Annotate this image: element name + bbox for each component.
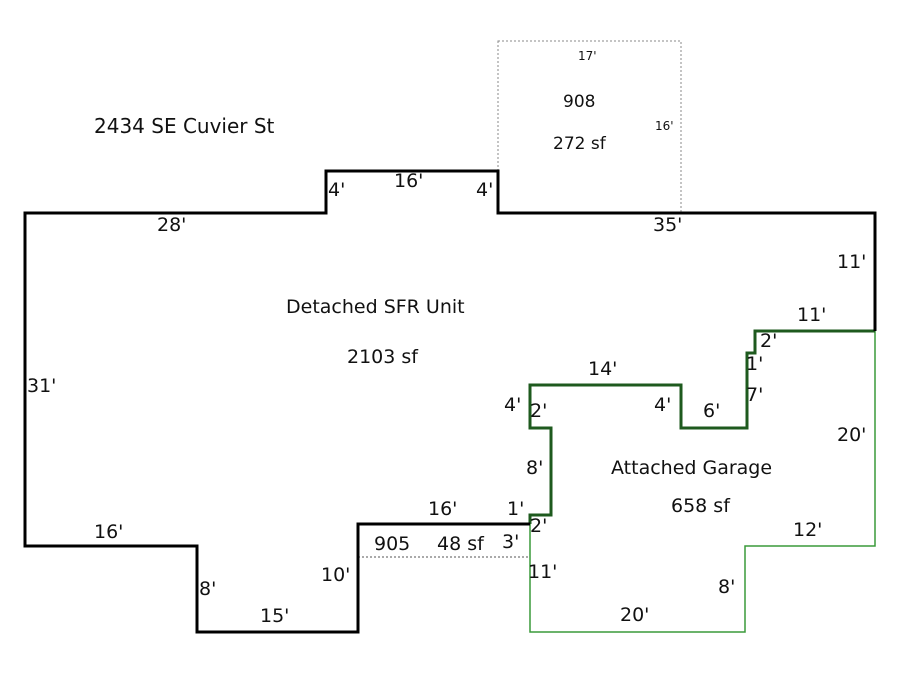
dimension-label: 1' <box>746 353 764 375</box>
dimension-label: 8' <box>718 576 736 598</box>
area-name: Attached Garage <box>611 457 773 479</box>
dimension-label: 11' <box>837 251 867 273</box>
dimension-label: 4' <box>654 394 672 416</box>
area-size: 272 sf <box>553 134 606 154</box>
dimension-label: 20' <box>620 604 650 626</box>
dimension-label: 16' <box>655 119 674 133</box>
dimension-label: 16' <box>428 498 458 520</box>
dimension-label: 16' <box>394 170 424 192</box>
main-unit-outline <box>23 169 877 634</box>
shared-wall <box>528 329 875 524</box>
dimension-label: 11' <box>797 304 827 326</box>
dimension-label: 20' <box>837 424 867 446</box>
dimension-label: 4' <box>328 179 346 201</box>
dimension-label: 35' <box>653 214 683 236</box>
area-size: 658 sf <box>671 495 730 517</box>
dimension-label: 4' <box>476 179 494 201</box>
dimension-label: 17' <box>578 49 597 63</box>
dimension-label: 14' <box>588 358 618 380</box>
dimension-label: 10' <box>321 564 351 586</box>
dimension-label: 15' <box>260 605 290 627</box>
dimension-label: 31' <box>27 375 57 397</box>
dimension-label: 3' <box>502 531 520 553</box>
dimension-label: 4' <box>504 394 522 416</box>
dimension-label: 28' <box>157 214 187 236</box>
dimension-label: 7' <box>746 384 764 406</box>
dimension-label: 16' <box>94 521 124 543</box>
garage-outline <box>529 331 876 633</box>
dimension-label: 2' <box>760 330 778 352</box>
area-name: 905 <box>374 533 411 555</box>
dimension-label: 8' <box>199 578 217 600</box>
area-size: 48 sf <box>437 533 484 555</box>
area-908-outline <box>497 40 682 214</box>
address-label: 2434 SE Cuvier St <box>94 114 275 138</box>
area-name: 908 <box>563 92 596 112</box>
dimension-label: 12' <box>793 519 823 541</box>
dimension-label: 1' <box>507 498 525 520</box>
dimension-label: 2' <box>530 400 548 422</box>
dimension-label: 11' <box>528 561 558 583</box>
area-name: Detached SFR Unit <box>286 296 465 318</box>
dimension-label: 2' <box>530 515 548 537</box>
dimension-label: 8' <box>526 457 544 479</box>
area-size: 2103 sf <box>347 346 418 368</box>
dimension-label: 6' <box>703 400 721 422</box>
